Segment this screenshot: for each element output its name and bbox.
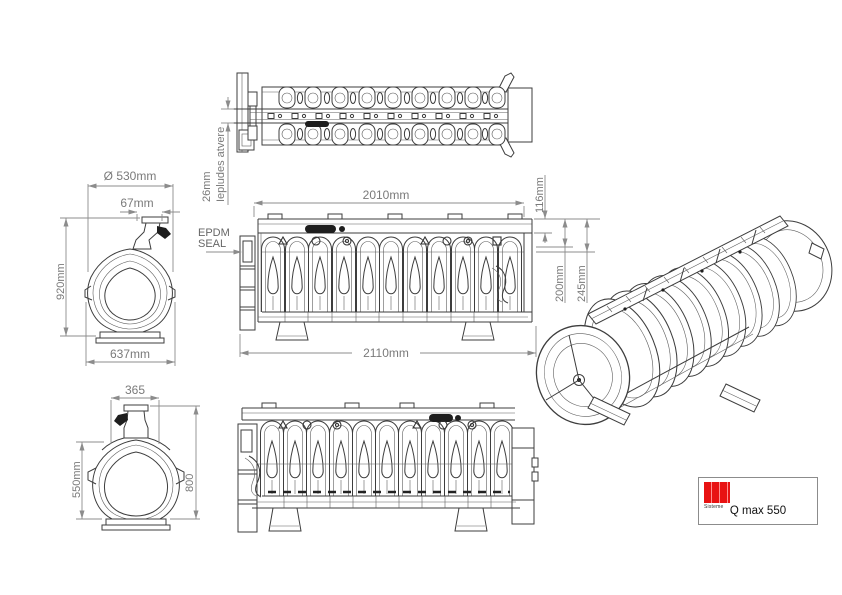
title-block: Sisteme Q max 550: [698, 477, 818, 525]
dim-label-overall-height: 800: [184, 474, 196, 492]
label-inlet-note: Iepludes atvere: [215, 127, 227, 202]
section-view-530: Ø 530mm 67mm 920mm 637mm: [55, 169, 180, 366]
dim-label-base-width: 637mm: [110, 347, 150, 361]
plan-view: 26mm Iepludes atvere: [201, 72, 533, 205]
dim-label-overall-depth: 245mm: [576, 265, 588, 302]
dim-label-inlet-width: 26mm: [201, 171, 213, 202]
dim-label-diameter: Ø 530mm: [104, 169, 157, 183]
rear-elevation-view: [237, 402, 539, 533]
brand-logo-icon: [704, 482, 730, 503]
model-label: Q max 550: [729, 505, 787, 517]
dim-label-top-width: 365: [125, 383, 145, 397]
dim-label-throat: 67mm: [120, 196, 153, 210]
isometric-view: [535, 215, 833, 426]
front-elevation-view: EPDM SEAL 2010mm 116mm 200mm 245mm 2110m…: [198, 175, 600, 360]
label-seal: SEAL: [198, 238, 226, 250]
dim-label-invert-depth: 200mm: [554, 265, 566, 302]
dim-label-height-920: 920mm: [55, 263, 67, 300]
label-epdm: EPDM: [198, 227, 230, 239]
dim-label-overall-length: 2110mm: [363, 346, 409, 360]
section-view-365: 365 550mm 800: [71, 383, 200, 531]
dim-label-inner-height: 550mm: [71, 461, 83, 498]
brand-name: Sisteme: [704, 504, 724, 510]
dim-label-edge-height: 116mm: [534, 177, 546, 213]
dim-label-body-length: 2010mm: [363, 188, 410, 202]
